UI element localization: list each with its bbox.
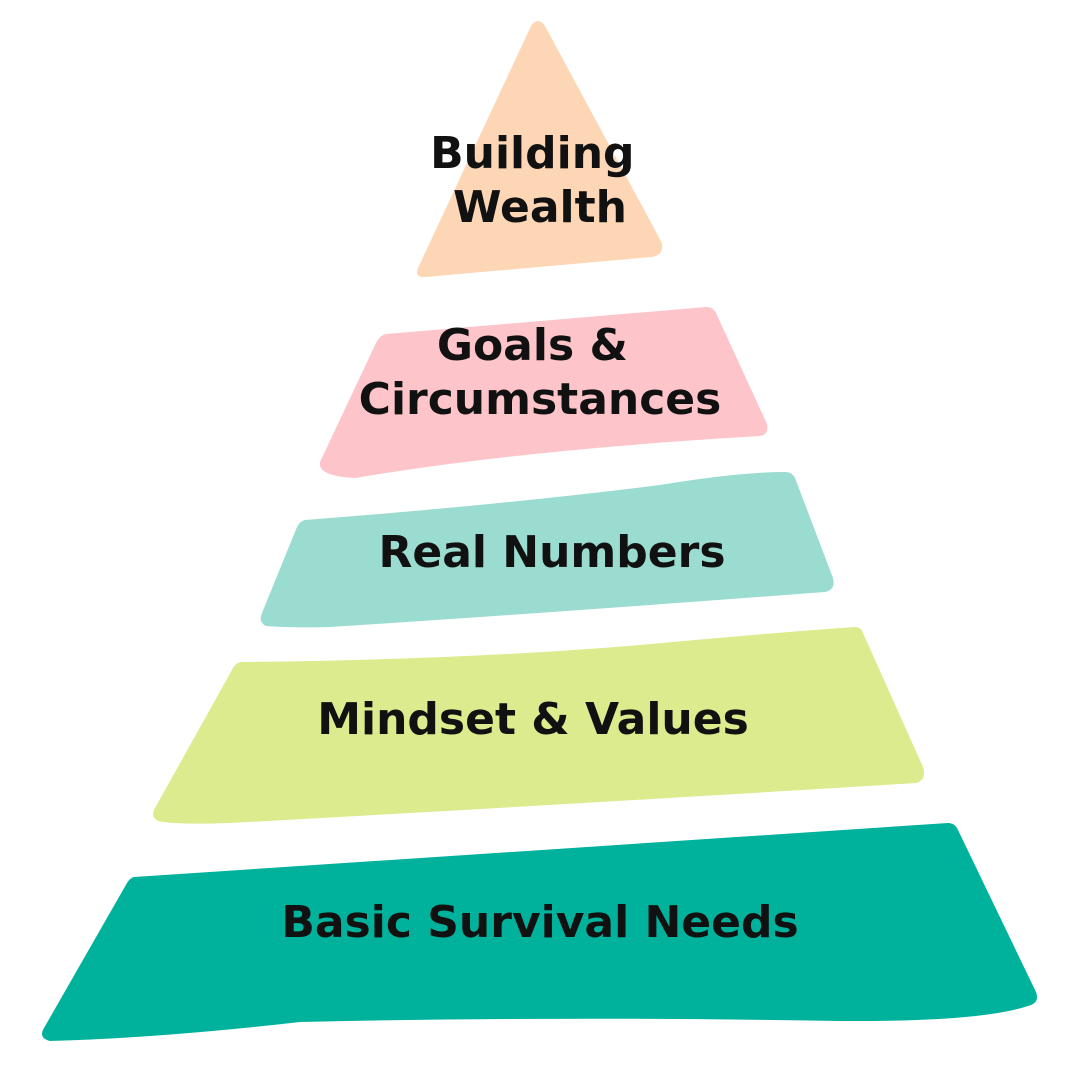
tier-label-line: Circumstances [359,374,722,425]
tier-label-second: Goals & Circumstances [359,320,722,425]
tier-label-base: Basic Survival Needs [281,897,798,948]
pyramid-tier-fourth: Mindset & Values [153,627,925,824]
tier-shape-base [42,823,1037,1041]
tier-shape-fourth [153,627,925,824]
pyramid-tier-top: Building Wealth [417,21,663,278]
pyramid-tier-middle: Real Numbers [260,472,834,628]
pyramid-tier-base: Basic Survival Needs [42,823,1037,1041]
tier-label-line: Wealth [453,182,627,233]
tier-label-line: Goals & [437,320,628,371]
pyramid-tier-second: Goals & Circumstances [319,307,768,478]
tier-shape-middle [260,472,834,628]
tier-label-fourth: Mindset & Values [317,694,749,745]
tier-label-line: Real Numbers [378,527,725,578]
tier-shape-top [417,21,663,278]
tier-label-line: Basic Survival Needs [281,897,798,948]
tier-label-middle: Real Numbers [378,527,725,578]
tier-label-top: Building Wealth [430,128,650,233]
tier-label-line: Building [430,128,634,179]
tier-shape-second [319,307,768,478]
tier-label-line: Mindset & Values [317,694,749,745]
